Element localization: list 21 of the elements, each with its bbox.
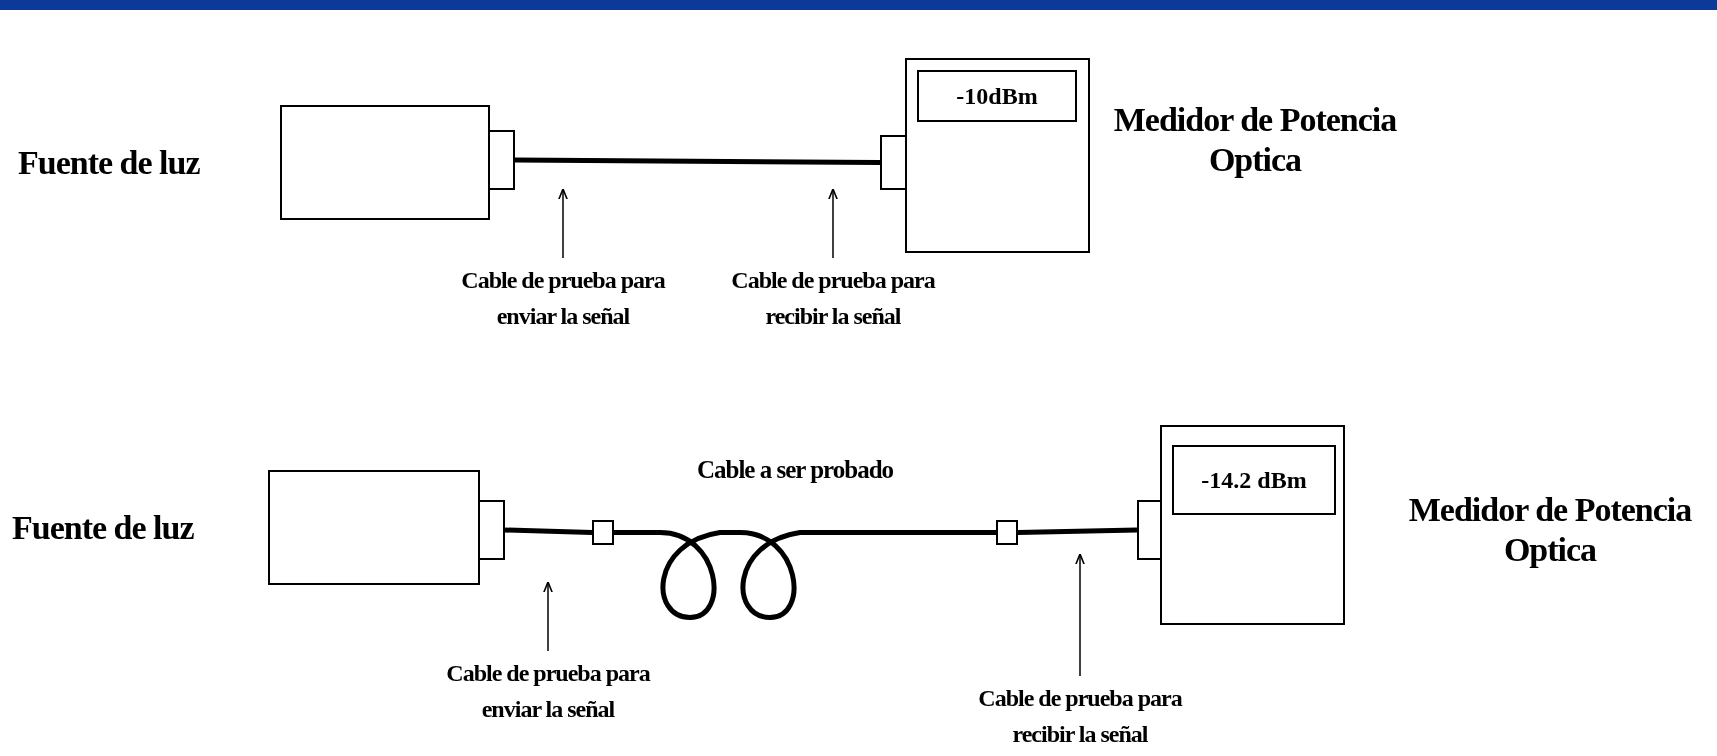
connector-box — [592, 520, 614, 545]
leader-arrow — [1075, 553, 1085, 677]
device-label: Medidor de Potencia Optica — [1112, 100, 1398, 180]
fiber-cable — [515, 157, 880, 165]
callout-text: Cable de prueba para recibir la señal — [955, 680, 1205, 752]
connector-box — [996, 520, 1018, 545]
device-label: Medidor de Potencia Optica — [1407, 490, 1693, 570]
fiber-cable — [614, 530, 996, 620]
callout-text: Cable de prueba para recibir la señal — [708, 262, 958, 334]
callout-text: Cable de prueba para enviar la señal — [423, 655, 673, 727]
leader-arrow — [558, 188, 568, 259]
meter-display: -14.2 dBm — [1172, 445, 1336, 515]
leader-arrow — [828, 188, 838, 259]
leader-arrow — [543, 581, 553, 652]
device-label: Fuente de luz — [12, 507, 194, 548]
fiber-cable — [1017, 527, 1138, 535]
callout-text: Cable de prueba para enviar la señal — [438, 262, 688, 334]
cable-label: Cable a ser probado — [695, 455, 895, 485]
meter-display: -10dBm — [917, 70, 1077, 122]
fiber-cable — [504, 527, 593, 535]
device-label: Fuente de luz — [18, 142, 200, 183]
